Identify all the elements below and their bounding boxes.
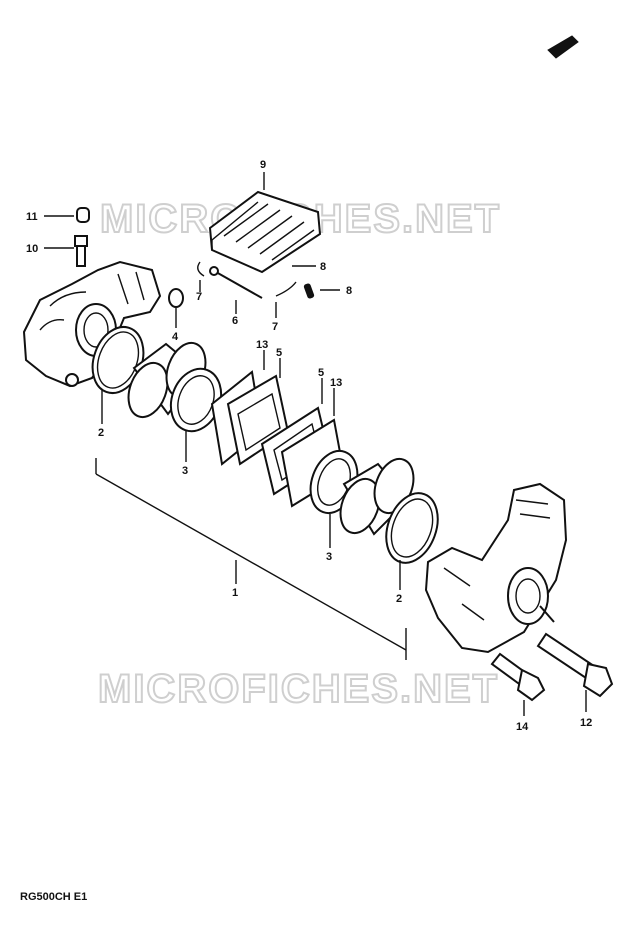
callout-4: 4 bbox=[172, 331, 179, 343]
callout-8-upper: 8 bbox=[320, 261, 326, 273]
callout-11: 11 bbox=[26, 211, 38, 223]
model-code: RG500CH E1 bbox=[20, 891, 87, 903]
callout-3-left: 3 bbox=[182, 465, 188, 477]
direction-mark-icon bbox=[547, 35, 579, 59]
callout-6: 6 bbox=[232, 315, 238, 327]
pad-spring-plate bbox=[208, 190, 322, 274]
callout-8-lower: 8 bbox=[346, 285, 352, 297]
leader-lines bbox=[44, 172, 587, 716]
callout-2-right: 2 bbox=[396, 593, 402, 605]
callout-10: 10 bbox=[26, 243, 38, 255]
callout-1: 1 bbox=[232, 587, 238, 599]
callout-7-left: 7 bbox=[196, 291, 202, 303]
callout-14: 14 bbox=[516, 721, 529, 733]
watermark-bottom: MICROFICHES.NET bbox=[98, 667, 499, 711]
callout-5-left: 5 bbox=[276, 347, 282, 359]
callout-13-left: 13 bbox=[256, 339, 268, 351]
callout-3-right: 3 bbox=[326, 551, 332, 563]
mounting-bolt-short bbox=[490, 652, 546, 702]
clip-small bbox=[303, 283, 315, 299]
clip-right bbox=[275, 281, 297, 297]
bleeder-screw bbox=[74, 235, 88, 267]
callout-7-right: 7 bbox=[272, 321, 278, 333]
pad-pin bbox=[209, 266, 263, 299]
mounting-bolt-long bbox=[536, 632, 614, 698]
bushing bbox=[168, 288, 184, 308]
callout-2-left: 2 bbox=[98, 427, 104, 439]
clip-left bbox=[197, 261, 205, 277]
assembly-bracket bbox=[95, 458, 407, 660]
callout-13-right: 13 bbox=[330, 377, 342, 389]
piston-seal-right bbox=[385, 492, 439, 564]
callout-5-right: 5 bbox=[318, 367, 324, 379]
bleeder-cap bbox=[76, 207, 90, 223]
caliper-body-right bbox=[424, 482, 568, 654]
callout-12: 12 bbox=[580, 717, 592, 729]
callout-9: 9 bbox=[260, 159, 266, 171]
